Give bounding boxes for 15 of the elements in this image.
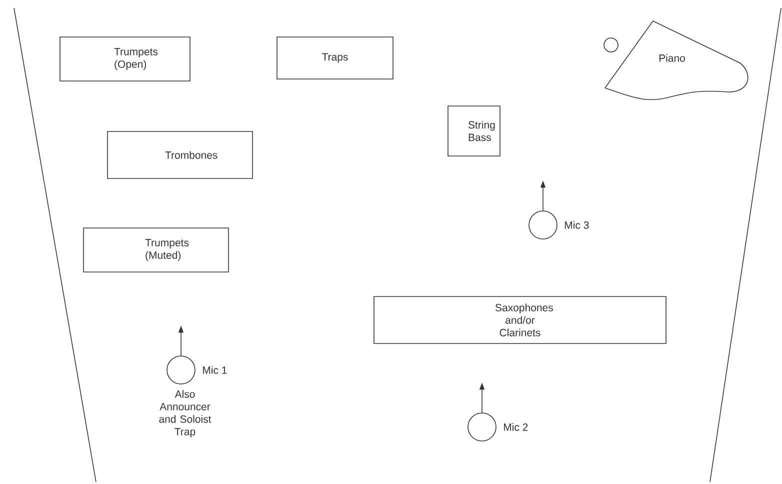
microphone-circle <box>166 356 196 384</box>
mic-label: Mic 2 <box>504 423 528 431</box>
instrument-box: Traps <box>276 36 394 80</box>
mic-label: Mic 1 <box>203 366 227 374</box>
instrument-box: Trumpets (Muted) <box>83 228 229 272</box>
instrument-box: Trombones <box>107 131 253 179</box>
mic-note: Also Announcer and Soloist Trap <box>159 390 212 438</box>
instrument-box: String Bass <box>448 106 500 156</box>
mic-label: Mic 3 <box>565 221 589 229</box>
microphone-circle <box>528 210 558 240</box>
microphone-circle <box>468 412 496 442</box>
piano-shape: Piano <box>604 20 748 100</box>
instrument-box: Saxophones and/or Clarinets <box>374 296 666 344</box>
instrument-box: Trumpets (Open) <box>60 36 190 82</box>
small-circle <box>604 38 618 52</box>
